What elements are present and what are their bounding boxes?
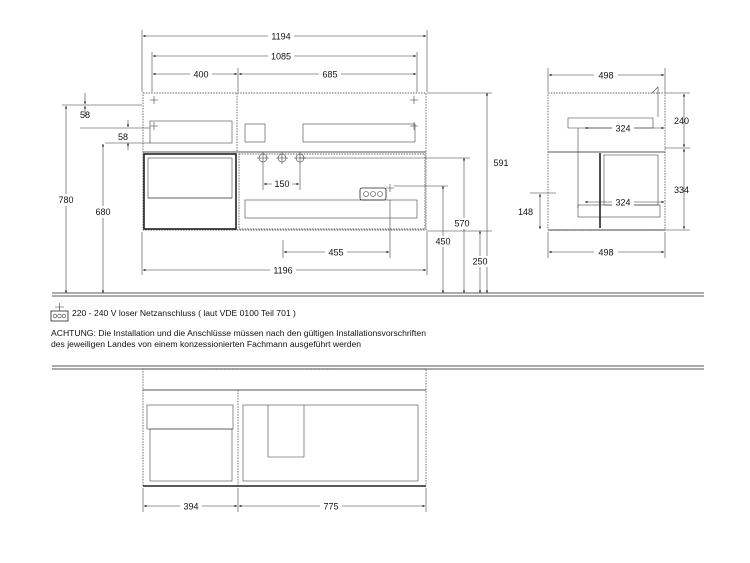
dim-498-top: 498 [598,71,613,81]
side-view: 498 324 324 498 240 334 148 [518,68,690,258]
dim-680: 680 [95,207,110,217]
power-socket-icon [50,303,69,322]
front-top-left-rail [149,120,233,144]
warning-line-2: des jeweiligen Landes von einem konzessi… [51,339,362,349]
plan-left-drawer [149,428,233,482]
side-dimension-labels: 498 324 324 498 240 334 148 [518,70,689,258]
dim-685: 685 [322,70,337,80]
plan-view: 394 775 [142,368,427,512]
front-wall-plugs [150,96,418,130]
side-top-rail [567,117,654,129]
side-siphon [651,86,659,117]
dim-775: 775 [323,502,338,512]
front-dimension-lines [62,30,492,294]
dim-450: 450 [435,237,450,247]
dim-58-top: 58 [80,110,90,120]
front-cabinet-outline [142,92,427,231]
socket-symbol [359,184,394,201]
plan-dimension-labels: 394 775 [180,501,342,512]
dim-1085: 1085 [271,52,291,62]
dim-498-bottom: 498 [598,248,613,258]
dim-148: 148 [518,207,533,217]
dim-570: 570 [454,219,469,229]
dim-334: 334 [674,185,689,195]
dim-324-top: 324 [615,124,630,134]
plan-left-drawer-top [146,404,234,430]
dim-591: 591 [493,158,508,168]
front-left-drawer-inner [147,157,233,199]
dim-1196: 1196 [273,266,292,276]
front-top-right-rail [302,123,416,143]
side-cabinet-outline [547,92,666,231]
dim-780: 780 [58,195,73,205]
front-dimension-labels: 1194 1085 400 685 58 58 780 680 591 570 … [56,31,510,276]
dim-324-bottom: 324 [615,198,630,208]
dim-455: 455 [328,248,343,258]
dim-394: 394 [183,502,198,512]
dim-400: 400 [193,70,208,80]
floor-line-bottom [52,365,704,370]
front-right-drawer-handle [244,199,418,219]
side-dimension-lines [530,68,690,258]
plan-siphon-cutout [267,405,305,458]
dim-250: 250 [472,257,487,267]
dim-240: 240 [674,116,689,126]
floor-line-top [52,292,704,297]
power-note: 220 - 240 V loser Netzanschluss ( laut V… [72,308,296,318]
dim-1194: 1194 [271,32,290,42]
plan-cabinet-outline [142,368,427,487]
dim-58-second: 58 [118,132,128,142]
warning-line-1: ACHTUNG: Die Installation und die Anschl… [51,328,426,338]
front-right-drawer [238,153,426,230]
front-left-drawer [143,153,237,230]
plan-right-drawer [242,404,419,482]
front-top-mid-rail [244,123,266,143]
dim-150: 150 [274,179,289,189]
front-view: 1194 1085 400 685 58 58 780 680 591 570 … [56,30,510,294]
